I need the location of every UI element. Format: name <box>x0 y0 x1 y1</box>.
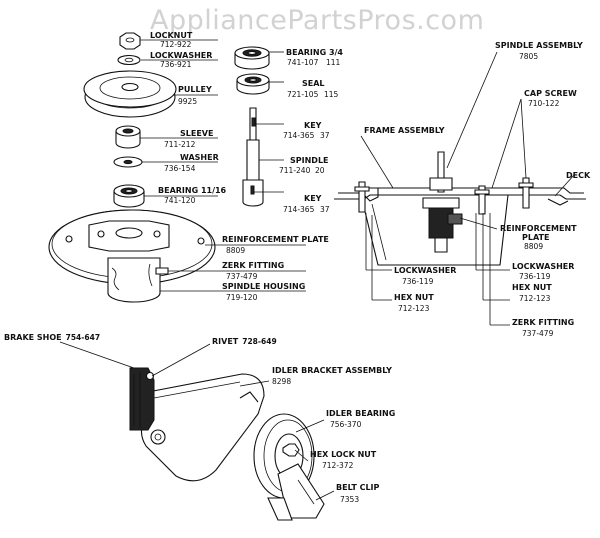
seal-drawing <box>236 73 270 95</box>
label-deck: DECK <box>566 171 591 180</box>
sleeve-drawing <box>115 125 141 149</box>
num-key-bottom: 714-365 <box>283 205 315 214</box>
num-spindle-assembly: 7805 <box>519 52 538 61</box>
num-reinforcement-plate-right: 8809 <box>524 242 543 251</box>
num-brake-shoe: 754-647 <box>66 333 100 342</box>
bearing-11-16-drawing <box>113 184 145 208</box>
num-idler-bearing: 756-370 <box>330 420 362 429</box>
lockwasher-top-drawing <box>117 54 141 66</box>
num-washer: 736-154 <box>164 164 196 173</box>
spindle-assembly-drawing <box>422 151 463 253</box>
num-spindle: 711-240 <box>279 166 311 175</box>
left-stack-leaders <box>140 39 306 292</box>
label-hex-nut-right: HEX NUT <box>512 283 552 292</box>
num-zerk-fitting-right: 737-479 <box>522 329 554 338</box>
label-bearing-11-16: BEARING 11/16 <box>158 186 227 195</box>
label-rivet-name: RIVET <box>212 337 239 346</box>
num-seal: 721-105 <box>287 90 319 99</box>
label-reinforcement-plate-right-2: PLATE <box>522 233 549 242</box>
label-reinforcement-plate-left: REINFORCEMENT PLATE <box>222 235 329 244</box>
num-bearing-11-16: 741-120 <box>164 196 196 205</box>
label-key-top: KEY <box>304 121 322 130</box>
label-idler-bearing: IDLER BEARING <box>326 409 395 418</box>
label-seal: SEAL <box>302 79 325 88</box>
label-hex-lock-nut: HEX LOCK NUT <box>310 450 377 459</box>
label-idler-bracket-assembly: IDLER BRACKET ASSEMBLY <box>272 366 392 375</box>
label-lockwasher-mid: LOCKWASHER <box>394 266 456 275</box>
qty-bearing-3-4: 111 <box>326 58 341 67</box>
locknut-drawing <box>119 32 141 50</box>
num-bearing-3-4: 741-107 <box>287 58 319 67</box>
idler-pulley-drawing <box>253 413 325 521</box>
bearing-3-4-drawing <box>234 46 270 70</box>
num-hex-nut-right: 712-123 <box>519 294 551 303</box>
num-key-top: 714-365 <box>283 131 315 140</box>
num-idler-bracket-assembly: 8298 <box>272 377 291 386</box>
qty-key-top: 37 <box>320 131 330 140</box>
label-spindle-assembly: SPINDLE ASSEMBLY <box>495 41 583 50</box>
label-pulley: PULLEY <box>178 85 212 94</box>
qty-key-bottom: 37 <box>320 205 330 214</box>
qty-spindle: 20 <box>315 166 325 175</box>
qty-seal: 115 <box>324 90 339 99</box>
label-key-bottom: KEY <box>304 194 322 203</box>
label-bearing-3-4: BEARING 3/4 <box>286 48 343 57</box>
label-reinforcement-plate-right-1: REINFORCEMENT <box>500 224 577 233</box>
label-hex-nut-mid: HEX NUT <box>394 293 434 302</box>
label-locknut: LOCKNUT <box>150 31 193 40</box>
num-zerk-fitting-left: 737-479 <box>226 272 258 281</box>
label-zerk-fitting-right: ZERK FITTING <box>512 318 574 327</box>
num-spindle-housing: 719-120 <box>226 293 258 302</box>
num-locknut: 712-922 <box>160 40 192 49</box>
label-spindle-housing: SPINDLE HOUSING <box>222 282 305 291</box>
num-belt-clip: 7353 <box>340 495 359 504</box>
spindle-housing-drawing <box>88 220 170 303</box>
num-lockwasher-mid: 736-119 <box>402 277 434 286</box>
num-rivet: 728-649 <box>242 337 276 346</box>
spindle-drawing <box>242 107 264 207</box>
label-lockwasher-top: LOCKWASHER <box>150 51 212 60</box>
label-lockwasher-right: LOCKWASHER <box>512 262 574 271</box>
num-pulley: 9925 <box>178 97 197 106</box>
idler-bracket-drawing <box>140 373 265 482</box>
label-cap-screw: CAP SCREW <box>524 89 577 98</box>
num-hex-nut-mid: 712-123 <box>398 304 430 313</box>
label-sleeve: SLEEVE <box>180 129 213 138</box>
label-zerk-fitting-left: ZERK FITTING <box>222 261 284 270</box>
center-leaders <box>254 51 284 193</box>
num-lockwasher-right: 736-119 <box>519 272 551 281</box>
brake-shoe-drawing <box>129 367 155 431</box>
label-brake-shoe-name: BRAKE SHOE <box>4 333 62 342</box>
num-lockwasher-top: 736-921 <box>160 60 192 69</box>
watermark-text: AppliancePartsPros.com <box>150 5 484 36</box>
label-washer: WASHER <box>180 153 219 162</box>
bracket-leaders <box>59 341 335 501</box>
label-spindle: SPINDLE <box>290 156 329 165</box>
frame-leaders <box>360 51 576 326</box>
num-sleeve: 711-212 <box>164 140 196 149</box>
num-hex-lock-nut: 712-372 <box>322 461 354 470</box>
washer-drawing <box>113 156 143 168</box>
label-frame-assembly: FRAME ASSEMBLY <box>364 126 445 135</box>
frame-assembly-drawing <box>334 177 586 266</box>
num-reinforcement-plate-left: 8809 <box>226 246 245 255</box>
pulley-drawing <box>83 70 177 118</box>
num-cap-screw: 710-122 <box>528 99 560 108</box>
label-brake-shoe: BRAKE SHOE 754-647 <box>4 333 100 342</box>
label-belt-clip: BELT CLIP <box>336 483 380 492</box>
